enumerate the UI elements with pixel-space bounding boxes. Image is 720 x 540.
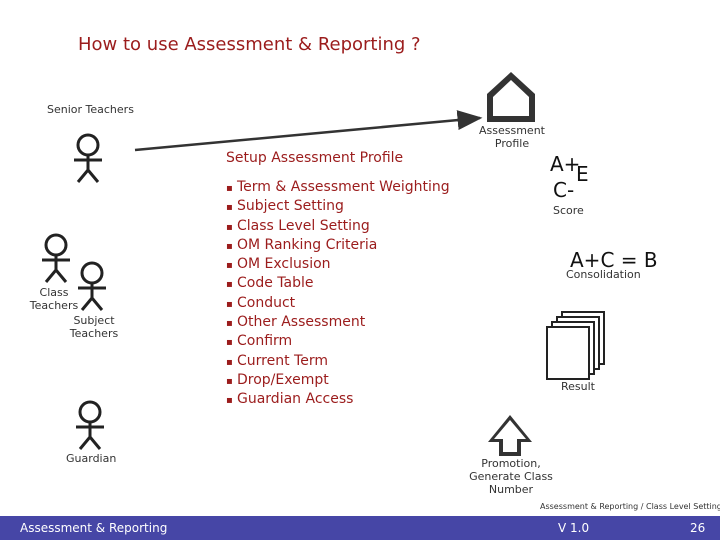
subject-teacher-icon [78, 261, 106, 311]
grade-a-plus: A+ [550, 152, 581, 176]
guardian-icon [76, 400, 104, 450]
class-teacher-icon [42, 233, 70, 283]
setup-item-guardian-access: Guardian Access [226, 390, 450, 409]
score-label: Score [553, 204, 584, 217]
senior-teachers-label: Senior Teachers [47, 103, 134, 116]
setup-item-current-term: Current Term [226, 352, 450, 371]
house-icon [487, 72, 535, 122]
setup-item-subject-setting: Subject Setting [226, 197, 450, 216]
slide-title: How to use Assessment & Reporting ? [78, 34, 421, 55]
consolidation-formula: A+C = B [570, 248, 658, 272]
footer-bar [0, 516, 720, 540]
grade-c-minus: C- [553, 178, 575, 202]
consolidation-label: Consolidation [566, 268, 641, 281]
footer-version: V 1.0 [558, 521, 590, 535]
up-arrow-icon [488, 415, 532, 456]
result-label: Result [561, 380, 595, 393]
setup-item-confirm: Confirm [226, 332, 450, 351]
senior-teacher-icon [74, 133, 102, 183]
setup-item-om-ranking-criteria: OM Ranking Criteria [226, 236, 450, 255]
setup-item-other-assessment: Other Assessment [226, 313, 450, 332]
senior-to-profile-arrow [134, 110, 483, 152]
footer-breadcrumb-note: Assessment & Reporting / Class Level Set… [540, 502, 720, 511]
documents-icon [546, 311, 605, 380]
setup-item-code-table: Code Table [226, 274, 450, 293]
setup-item-drop-exempt: Drop/Exempt [226, 371, 450, 390]
class-teachers-label: Class Teachers [29, 286, 79, 312]
footer-page-number: 26 [690, 521, 706, 535]
footer-left-text: Assessment & Reporting [20, 521, 168, 535]
setup-item-list: Term & Assessment Weighting Subject Sett… [226, 178, 450, 410]
setup-item-term-weighting: Term & Assessment Weighting [226, 178, 450, 197]
guardian-label: Guardian [66, 452, 117, 465]
setup-item-class-level-setting: Class Level Setting [226, 217, 450, 236]
promotion-label: Promotion, Generate Class Number [469, 457, 553, 496]
subject-teachers-label: Subject Teachers [69, 314, 119, 340]
setup-item-om-exclusion: OM Exclusion [226, 255, 450, 274]
setup-section-title: Setup Assessment Profile [226, 150, 404, 166]
grade-e: E [576, 162, 589, 186]
setup-item-conduct: Conduct [226, 294, 450, 313]
assessment-profile-label: Assessment Profile [479, 124, 545, 150]
